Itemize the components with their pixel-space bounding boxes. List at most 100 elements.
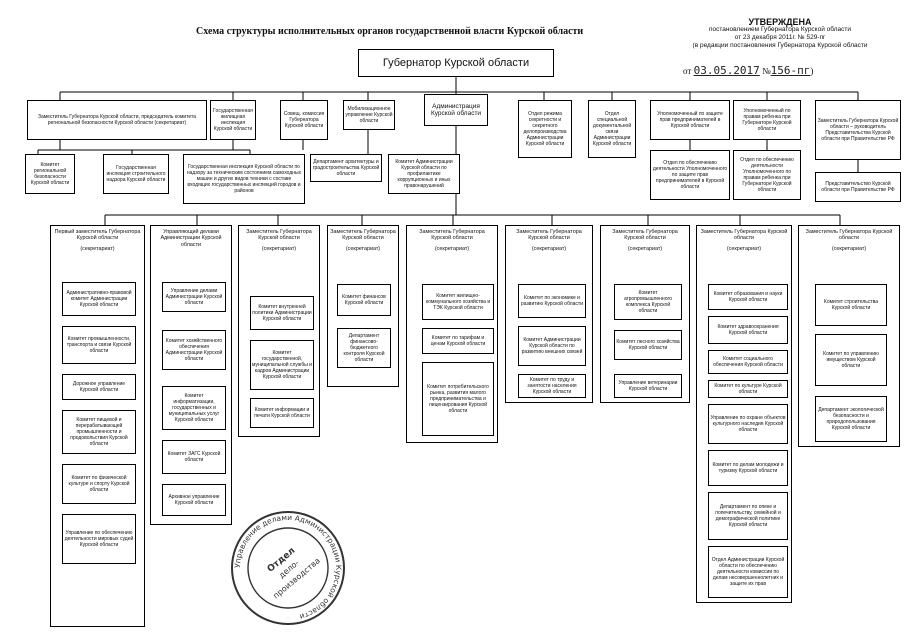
column-head: Управляющий делами Администрации Курской… xyxy=(160,229,222,248)
secrecy-dept-box: Отдел режима секретности и секретного де… xyxy=(518,100,572,158)
security-committee-box: Комитет региональной безопасности Курско… xyxy=(25,154,75,194)
org-label: Управление по охране объектов культурног… xyxy=(710,415,786,433)
administration-box: Администрация Курской области xyxy=(424,94,488,126)
machinery-inspection-label: Государственная инспекция Курской област… xyxy=(186,164,302,194)
org-label: Управление делами Администрации Курской … xyxy=(165,288,223,306)
org-box: Комитет пищевой и перерабатывающей промы… xyxy=(62,410,136,454)
governor-box: Губернатор Курской области xyxy=(358,49,554,77)
org-label: Комитет Администрации Курской области по… xyxy=(521,337,583,355)
housing-inspection-box: Государственная жилищная инспекция Курск… xyxy=(210,100,256,140)
org-label: Комитет пищевой и перерабатывающей промы… xyxy=(70,417,128,447)
housing-inspection-label: Государственная жилищная инспекция Курск… xyxy=(213,108,253,132)
column-secretariat: (секретариат) xyxy=(345,245,381,252)
representative-office-box: Представительство Курской области при Пр… xyxy=(815,172,901,202)
org-box: Архивное управление Курской области xyxy=(162,484,226,516)
approval-block: УТВЕРЖДЕНА постановлением Губернатора Ку… xyxy=(660,18,900,50)
org-label: Комитет государственной, муниципальной с… xyxy=(252,350,312,380)
approval-head: УТВЕРЖДЕНА xyxy=(748,17,812,27)
org-label: Комитет по физической культуре и спорту … xyxy=(68,475,130,493)
org-label: Комитет финансов Курской области xyxy=(342,294,386,306)
construction-inspection-box: Государственная инспекция строительного … xyxy=(103,154,169,194)
business-ombudsman-label: Уполномоченный по защите прав предприним… xyxy=(657,111,723,129)
org-box: Управление по охране объектов культурног… xyxy=(708,404,788,444)
org-box: Комитет по физической культуре и спорту … xyxy=(62,464,136,504)
org-label: Комитет по управлению имуществом Курской… xyxy=(823,351,879,369)
child-ombudsman-office-label: Отдел по обеспечению деятельности Уполно… xyxy=(740,157,794,193)
org-label: Управление ветеринарии Курской области xyxy=(618,380,678,392)
revision-date: 03.05.2017 xyxy=(693,64,760,77)
column-secretariat: (секретариат) xyxy=(726,245,762,252)
construction-inspection-label: Государственная инспекция строительного … xyxy=(106,165,166,183)
org-box: Комитет жилищно-коммунального хозяйства … xyxy=(422,284,494,320)
office-stamp: Управление делами Администрации Курской … xyxy=(231,511,345,625)
commission-box: Совещ. комиссия Губернатора Курской обла… xyxy=(280,100,328,140)
representative-office-label: Представительство Курской области при Пр… xyxy=(821,181,895,193)
column-secretariat: (секретариат) xyxy=(627,245,663,252)
org-label: Управление по обеспечению деятельности м… xyxy=(64,530,134,548)
org-label: Комитет информации и печати Курской обла… xyxy=(254,407,310,419)
org-box: Комитет по труду и занятости населения К… xyxy=(518,374,586,398)
org-box: Административно-правовой комитет Админис… xyxy=(62,282,136,316)
architecture-dept-label: Департамент архитектуры и градостроитель… xyxy=(312,159,380,177)
org-box: Департамент экологической безопасности и… xyxy=(815,396,887,442)
org-box: Отдел Администрации Курской области по о… xyxy=(708,546,788,598)
org-label: Департамент экологической безопасности и… xyxy=(818,407,884,431)
org-box: Департамент по опеке и попечительству, с… xyxy=(708,492,788,540)
org-box: Дорожное управление Курской области xyxy=(62,374,136,400)
docs-comm-dept-label: Отдел специальной документальной связи А… xyxy=(592,111,632,147)
org-box: Комитет финансов Курской области xyxy=(337,284,391,316)
org-box: Комитет образования и науки Курской обла… xyxy=(708,284,788,310)
org-label: Административно-правовой комитет Админис… xyxy=(66,290,132,308)
column-secretariat: (секретариат) xyxy=(531,245,567,252)
org-box: Управление ветеринарии Курской области xyxy=(614,374,682,398)
anticorruption-committee-box: Комитет Администрации Курской области по… xyxy=(388,154,460,194)
revision-number: 156-пг xyxy=(770,64,811,77)
num-prefix: № xyxy=(762,66,771,76)
mobilization-box: Мобилизационное управление Курской облас… xyxy=(343,100,395,130)
org-label: Департамент финансово-бюджетного контрол… xyxy=(343,333,385,363)
column-secretariat: (секретариат) xyxy=(80,245,115,252)
column-secretariat: (секретариат) xyxy=(434,245,470,252)
org-box: Комитет агропромышленного комплекса Курс… xyxy=(614,284,682,320)
deputy-security-box: Заместитель Губернатора Курской области,… xyxy=(27,100,207,140)
org-label: Комитет хозяйственного обеспечения Админ… xyxy=(165,338,223,362)
column-head: Заместитель Губернатора Курской области xyxy=(700,229,788,242)
org-box: Комитет ЗАГС Курской области xyxy=(162,440,226,474)
mobilization-label: Мобилизационное управление Курской облас… xyxy=(345,106,393,124)
column-head: Заместитель Губернатора Курской области xyxy=(805,229,893,242)
commission-label: Совещ. комиссия Губернатора Курской обла… xyxy=(283,111,325,129)
business-ombudsman-office-box: Отдел по обеспечению деятельности Уполно… xyxy=(650,150,730,200)
org-label: Дорожное управление Курской области xyxy=(72,381,126,393)
org-box: Комитет по управлению имуществом Курской… xyxy=(815,334,887,386)
org-label: Комитет агропромышленного комплекса Курс… xyxy=(624,290,672,314)
column-head: Заместитель Губернатора Курской области xyxy=(246,229,312,242)
column-affairs-manager: Управляющий делами Администрации Курской… xyxy=(150,225,232,525)
closing-paren: ) xyxy=(810,66,814,76)
org-box: Комитет информатизации, государственных … xyxy=(162,386,226,430)
org-box: Комитет лесного хозяйства Курской област… xyxy=(614,330,682,360)
org-box: Комитет по культуре Курской области xyxy=(708,380,788,398)
org-label: Комитет жилищно-коммунального хозяйства … xyxy=(425,293,491,311)
administration-label: Администрация Курской области xyxy=(430,102,482,118)
org-label: Комитет по делам молодежи и туризму Курс… xyxy=(712,462,784,474)
org-label: Отдел Администрации Курской области по о… xyxy=(711,557,785,587)
org-label: Комитет по тарифам и ценам Курской облас… xyxy=(430,335,486,347)
deputy-representative-label: Заместитель Губернатора Курской области … xyxy=(817,118,899,142)
org-label: Комитет промышленности, транспорта и свя… xyxy=(66,336,132,354)
security-committee-label: Комитет региональной безопасности Курско… xyxy=(30,162,70,186)
org-label: Комитет ЗАГС Курской области xyxy=(167,451,221,463)
child-ombudsman-box: Уполномоченный по правам ребенка при Губ… xyxy=(733,100,801,140)
org-box: Комитет Администрации Курской области по… xyxy=(518,326,586,366)
org-label: Архивное управление Курской области xyxy=(168,494,220,506)
approval-line3: (в редакции постановления Губернатора Ку… xyxy=(692,42,868,49)
secrecy-dept-label: Отдел режима секретности и секретного де… xyxy=(523,111,567,147)
docs-comm-dept-box: Отдел специальной документальной связи А… xyxy=(588,100,636,158)
approval-line2: от 23 декабря 2011г. № 529-пг xyxy=(734,34,826,41)
business-ombudsman-office-label: Отдел по обеспечению деятельности Уполно… xyxy=(652,160,728,190)
revision-line: от 03.05.2017 №156-пг) xyxy=(683,64,813,77)
org-box: Комитет потребительского рынка, развития… xyxy=(422,362,494,436)
org-box: Комитет здравоохранения Курской области xyxy=(708,316,788,344)
deputy-representative-box: Заместитель Губернатора Курской области … xyxy=(815,100,901,160)
org-label: Комитет лесного хозяйства Курской област… xyxy=(616,339,680,351)
org-label: Комитет здравоохранения Курской области xyxy=(717,324,779,336)
